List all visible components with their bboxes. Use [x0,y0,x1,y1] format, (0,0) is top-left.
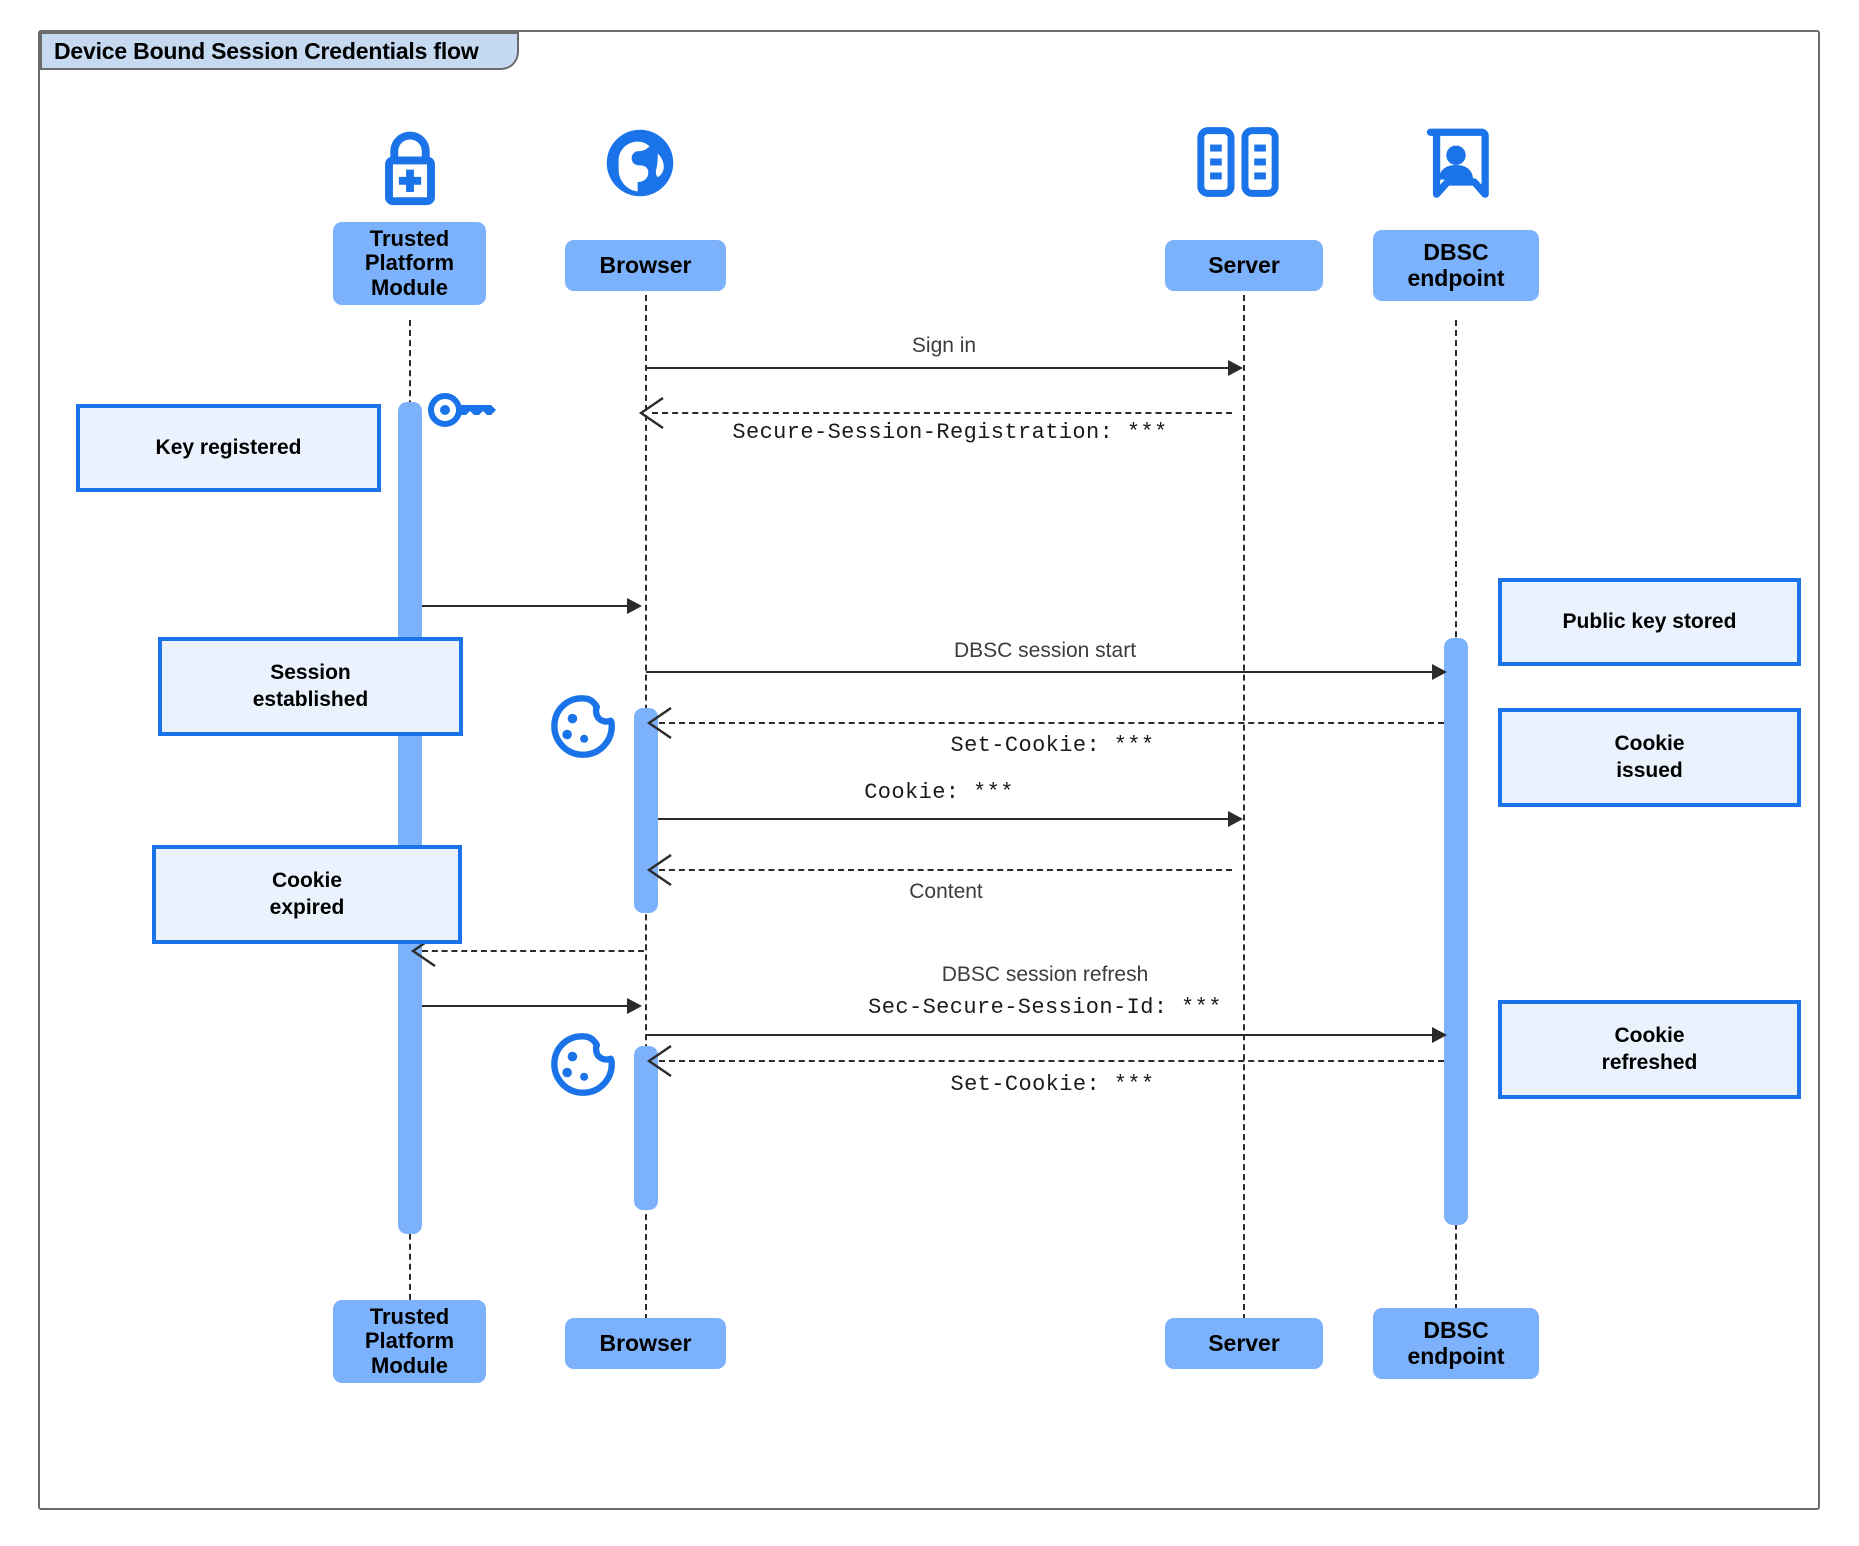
message-arrow-dbsc-session-refresh [646,1034,1436,1036]
participant-server-bottom[interactable]: Server [1165,1318,1323,1369]
lifeline-server [1243,285,1245,1320]
activation-bar-browser-1 [634,708,658,913]
participant-label: Browser [599,251,692,278]
message-arrow-browser-to-tpm [422,950,644,952]
message-arrow-secure-session-registration [652,412,1232,414]
cookie-icon [548,1030,616,1098]
message-label-dbsc-session-start: DBSC session start [953,639,1137,662]
activation-bar-tpm [398,402,422,1234]
message-arrow-content [659,869,1232,871]
activation-bar-dbsc [1444,638,1468,1225]
message-arrow-tpm-to-browser-1 [422,605,638,607]
message-label-secure-session-registration: Secure-Session-Registration: *** [732,420,1168,445]
note-key-registered: Key registered [76,404,381,492]
server-rack-icon [1196,126,1280,198]
diagram-title-tab [493,32,519,70]
arrowhead-filled [1228,811,1243,827]
message-arrow-tpm-to-browser-2 [422,1005,638,1007]
message-label-dbsc-session-refresh: DBSC session refresh [941,963,1149,986]
arrowhead-filled [627,998,642,1014]
note-text: Public key stored [1562,609,1737,633]
message-label-sec-secure-session-id: Sec-Secure-Session-Id: *** [868,995,1222,1020]
arrowhead-filled [627,598,642,614]
message-label-set-cookie-1: Set-Cookie: *** [950,733,1155,758]
id-badge-icon [1422,126,1490,204]
participant-label: Server [1208,1329,1280,1356]
key-icon [425,382,497,438]
participant-server-top[interactable]: Server [1165,240,1323,291]
message-arrow-dbsc-session-start [646,671,1436,673]
globe-icon [602,125,678,201]
cookie-icon [548,692,616,760]
message-arrow-cookie [658,818,1232,820]
diagram-title: Device Bound Session Credentials flow [40,32,493,70]
message-arrow-set-cookie-2 [659,1060,1444,1062]
padlock-plus-icon [368,125,452,209]
message-arrow-set-cookie-1 [659,722,1444,724]
participant-browser-bottom[interactable]: Browser [565,1318,726,1369]
message-label-sign-in: Sign in [911,334,977,357]
arrowhead-filled [1432,1027,1447,1043]
activation-bar-browser-2 [634,1046,658,1210]
message-label-set-cookie-2: Set-Cookie: *** [950,1072,1155,1097]
arrowhead-filled [1432,664,1447,680]
message-arrow-sign-in [646,367,1232,369]
arrowhead-filled [1228,360,1243,376]
participant-browser-top[interactable]: Browser [565,240,726,291]
participant-label: Server [1208,251,1280,278]
message-label-cookie: Cookie: *** [864,780,1014,805]
note-public-key-stored: Public key stored [1498,578,1801,666]
note-text: Key registered [155,435,302,459]
participant-label: Browser [599,1329,692,1356]
message-label-content: Content [909,880,983,903]
